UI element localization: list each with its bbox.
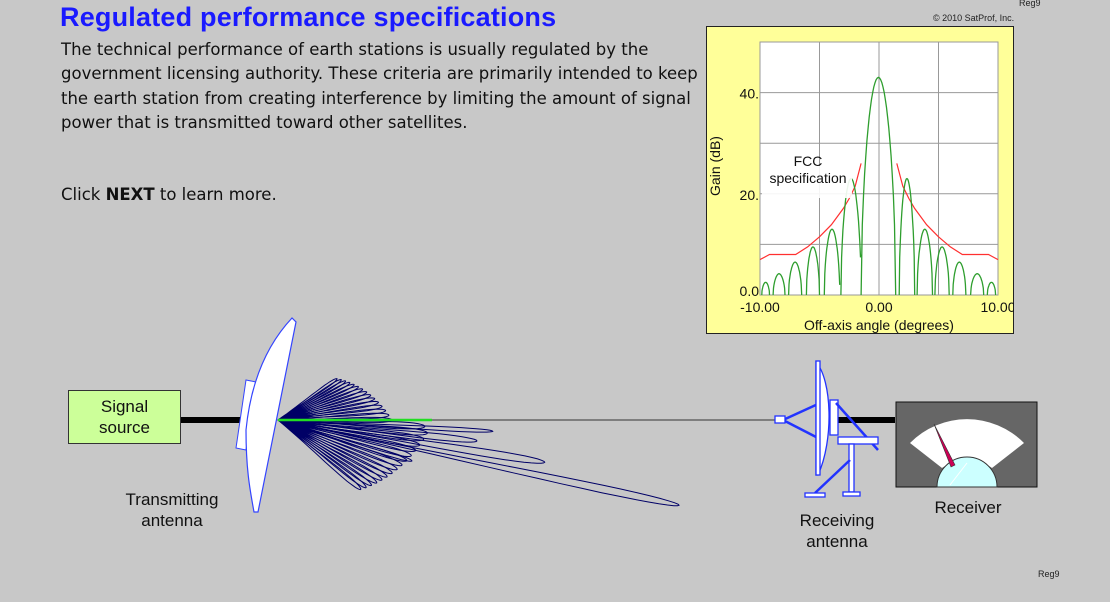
receiver-label: Receiver: [934, 498, 1002, 517]
antenna-pattern-lobe: [898, 177, 916, 296]
antenna-pattern-lobe: [860, 76, 897, 296]
beam-lobe: [277, 419, 362, 491]
fcc-annotation-text: FCC specification: [769, 153, 847, 186]
beam-lobe: [277, 419, 478, 443]
beam-lobe: [277, 419, 403, 467]
y-tick-label: 40.: [740, 86, 759, 102]
link-diagram: [181, 317, 1038, 513]
antenna-pattern-lobe: [934, 246, 950, 296]
x-tick-label: 0.00: [865, 299, 892, 315]
transmitting-dish-icon: [235, 317, 297, 513]
beam-lobe: [277, 419, 494, 433]
antenna-pattern-series: [761, 76, 997, 296]
y-tick-label: 20.: [740, 187, 759, 203]
signal-source-label: Signal source: [98, 397, 151, 437]
click-suffix: to learn more.: [154, 185, 277, 204]
fcc-annotation: FCC specification: [769, 153, 847, 186]
beam-lobe: [277, 419, 393, 475]
beam-lobe: [277, 419, 425, 442]
beam-lobe: [277, 419, 680, 507]
antenna-pattern-lobe: [916, 228, 934, 296]
receiver-meter-icon: [895, 401, 1038, 488]
antenna-pattern-lobe: [761, 281, 771, 296]
antenna-pattern-lobe: [969, 273, 985, 296]
x-axis-label: Off-axis angle (degrees): [804, 317, 954, 333]
page-title: Regulated performance specifications: [60, 2, 557, 32]
intro-paragraph: The technical performance of earth stati…: [61, 40, 698, 132]
beam-lobe: [277, 419, 426, 430]
antenna-pattern-lobe: [986, 281, 997, 296]
slide-id: Reg9: [1019, 0, 1041, 8]
copyright: © 2010 SatProf, Inc.: [933, 13, 1015, 23]
tx-cable: [181, 417, 243, 423]
signal-source-box: Signal source: [68, 390, 181, 444]
beam-lobe: [277, 419, 408, 462]
beam-pattern: [277, 378, 680, 507]
beam-lobe: [277, 419, 398, 471]
next-keyword: NEXT: [105, 185, 155, 204]
meter-needle: [933, 423, 956, 468]
antenna-pattern-lobe: [772, 273, 786, 296]
antenna-pattern-lobe: [805, 246, 821, 296]
receiving-antenna-label: Receiving antenna: [799, 511, 875, 551]
y-tick-label: 0.0: [740, 283, 760, 299]
beam-lobe: [277, 419, 428, 436]
transmitting-antenna-label: Transmitting antenna: [125, 490, 219, 530]
gain-chart: 0.0 20. 40. -10.00 0.00 10.00 Gain (dB) Off-…: [706, 26, 1014, 334]
beam-lobe: [277, 419, 388, 478]
antenna-pattern-lobe: [823, 228, 841, 296]
antenna-pattern-lobe: [787, 261, 803, 296]
fcc-series: [759, 163, 999, 261]
click-prefix: Click: [61, 185, 106, 204]
antenna-pattern-lobe: [952, 261, 967, 296]
x-tick-label: 10.00: [980, 299, 1014, 315]
footer-slide-id: Reg9: [1038, 569, 1060, 579]
fcc-spec-line: [759, 163, 999, 261]
beam-lobe: [277, 419, 383, 481]
x-tick-label: -10.00: [740, 299, 780, 315]
y-axis-label: Gain (dB): [707, 136, 723, 196]
click-next-instruction: Click NEXT to learn more.: [61, 184, 277, 206]
beam-lobe: [277, 419, 417, 453]
receiving-dish-icon: [774, 360, 895, 498]
beam-lobe: [277, 419, 546, 464]
beam-lobe: [277, 419, 378, 484]
beam-lobe: [277, 419, 412, 457]
beam-lobe: [277, 419, 421, 447]
